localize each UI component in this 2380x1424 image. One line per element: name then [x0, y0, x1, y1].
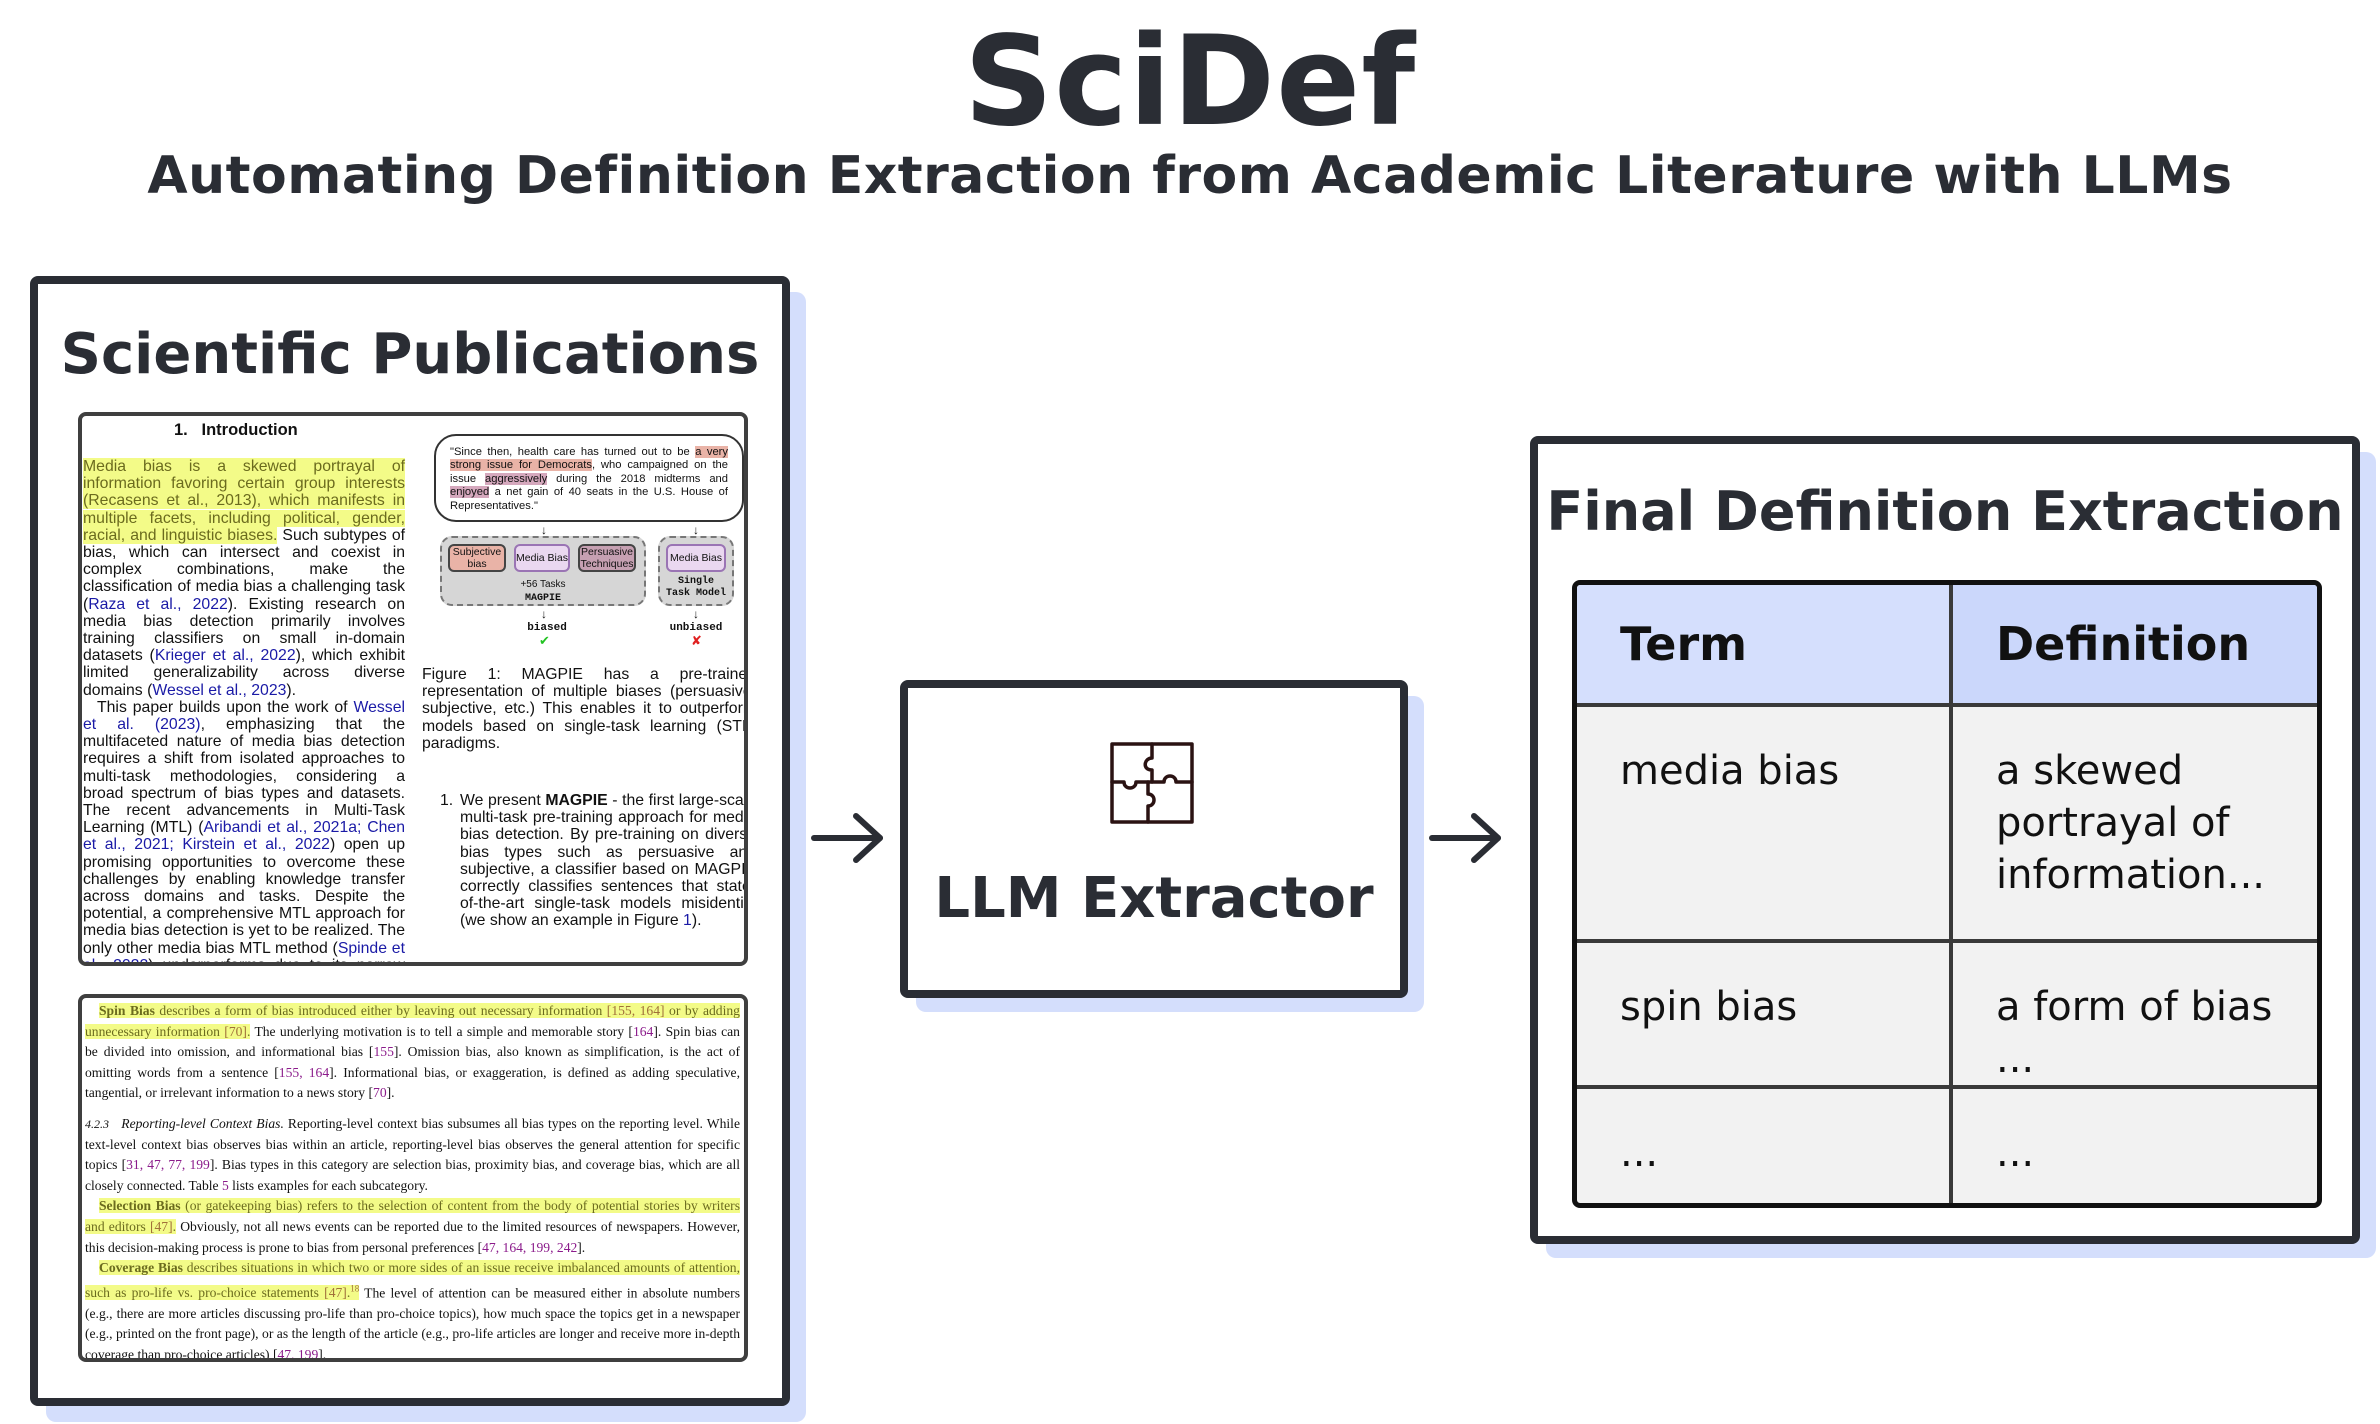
publications-title: Scientific Publications: [60, 322, 760, 387]
figure-link[interactable]: 1: [683, 912, 692, 930]
term-cell: ...: [1577, 1085, 1951, 1203]
citation-link[interactable]: Wessel et al. (2023): [83, 698, 405, 734]
coverage-bias-paragraph: Coverage Bias describes situations in wh…: [85, 1260, 740, 1362]
table-row: spin bias a form of bias ...: [1577, 939, 2317, 1087]
citation-link[interactable]: Raza et al., 2022: [88, 595, 228, 613]
magpie-label: MAGPIE: [524, 593, 561, 604]
definition-cell: a skewed portrayal of information...: [1949, 703, 2317, 941]
task-subjective-bias: Subjective bias: [448, 544, 506, 572]
intro-left-column: Media bias is a skewed portrayal of info…: [83, 458, 406, 966]
section-4-2-3-paragraph: 4.2.3 Reporting-level Context Bias. Repo…: [85, 1115, 740, 1193]
column-header-term: Term: [1577, 585, 1951, 705]
spin-bias-paragraph: Spin Bias describes a form of bias intro…: [85, 1003, 740, 1101]
table-row: media bias a skewed portrayal of informa…: [1577, 703, 2317, 941]
citation-link[interactable]: Aribandi et al., 2021a; Chen et al., 202…: [83, 819, 406, 854]
magpie-output: biased: [527, 622, 567, 634]
contribution-item-1: 1.We present MAGPIE - the first large-sc…: [440, 792, 748, 930]
more-tasks-label: +56 Tasks: [520, 579, 566, 590]
paper-snippet-intro: 1. Introduction Media bias is a skewed p…: [78, 412, 748, 966]
table-row: ... ...: [1577, 1085, 2317, 1203]
arrow-down-icon: ↓: [693, 523, 699, 537]
single-task-group: Media Bias Single Task Model: [658, 536, 734, 606]
arrow-down-icon: ↓: [541, 607, 547, 621]
intro-paragraph-2: This paper builds upon the work of Wesse…: [83, 698, 406, 966]
definition-cell: ...: [1949, 1085, 2317, 1203]
puzzle-icon: [1110, 742, 1194, 824]
task-media-bias-single: Media Bias: [666, 544, 726, 572]
term-cell: spin bias: [1577, 939, 1951, 1087]
arrow-right-icon: [1429, 813, 1501, 863]
term-selection-bias: Selection Bias: [99, 1198, 181, 1214]
citation-link[interactable]: Wessel et al., 2023: [152, 681, 287, 699]
arrow-right-icon: [811, 813, 883, 863]
paper-snippet-survey: Spin Bias describes a form of bias intro…: [78, 994, 748, 1362]
selection-bias-paragraph: Selection Bias (or gatekeeping bias) ref…: [85, 1198, 740, 1255]
figure-caption: Figure 1: MAGPIE has a pre-trained repre…: [422, 666, 748, 752]
single-task-label: Single Task Model: [666, 576, 727, 599]
definition-cell: a form of bias ...: [1949, 939, 2317, 1087]
arrow-down-icon: ↓: [541, 523, 547, 537]
stl-output: unbiased: [669, 622, 723, 634]
definitions-table: Term Definition media bias a skewed port…: [1572, 580, 2322, 1208]
highlighted-definition-media-bias: Media bias is a skewed portrayal of info…: [83, 458, 405, 544]
citation-link[interactable]: Krieger et al., 2022: [154, 647, 296, 665]
magpie-group: Subjective bias Media Bias Persuasive Te…: [440, 536, 646, 606]
main-title: SciDef: [963, 10, 1417, 154]
column-header-definition: Definition: [1949, 585, 2317, 705]
term-spin-bias: Spin Bias: [99, 1003, 155, 1018]
extractor-label: LLM Extractor: [934, 866, 1374, 931]
check-icon: ✔: [539, 633, 550, 648]
extractor-panel: LLM Extractor: [900, 680, 1408, 998]
figure-quote-box: "Since then, health care has turned out …: [434, 434, 744, 522]
extraction-title: Final Definition Extraction: [1546, 480, 2344, 543]
citation-link[interactable]: Spinde et al., 2022: [83, 939, 405, 966]
arrow-down-icon: ↓: [693, 607, 699, 621]
task-persuasive-techniques: Persuasive Techniques: [578, 544, 636, 572]
term-cell: media bias: [1577, 703, 1951, 941]
term-coverage-bias: Coverage Bias: [99, 1260, 183, 1276]
task-media-bias: Media Bias: [514, 544, 570, 572]
extraction-panel: Final Definition Extraction Term Definit…: [1530, 436, 2360, 1244]
publications-panel: Scientific Publications 1. Introduction …: [30, 276, 790, 1406]
subtitle: Automating Definition Extraction from Ac…: [147, 146, 2233, 206]
cross-icon: ✘: [691, 633, 702, 648]
section-heading: 1. Introduction: [174, 421, 298, 439]
